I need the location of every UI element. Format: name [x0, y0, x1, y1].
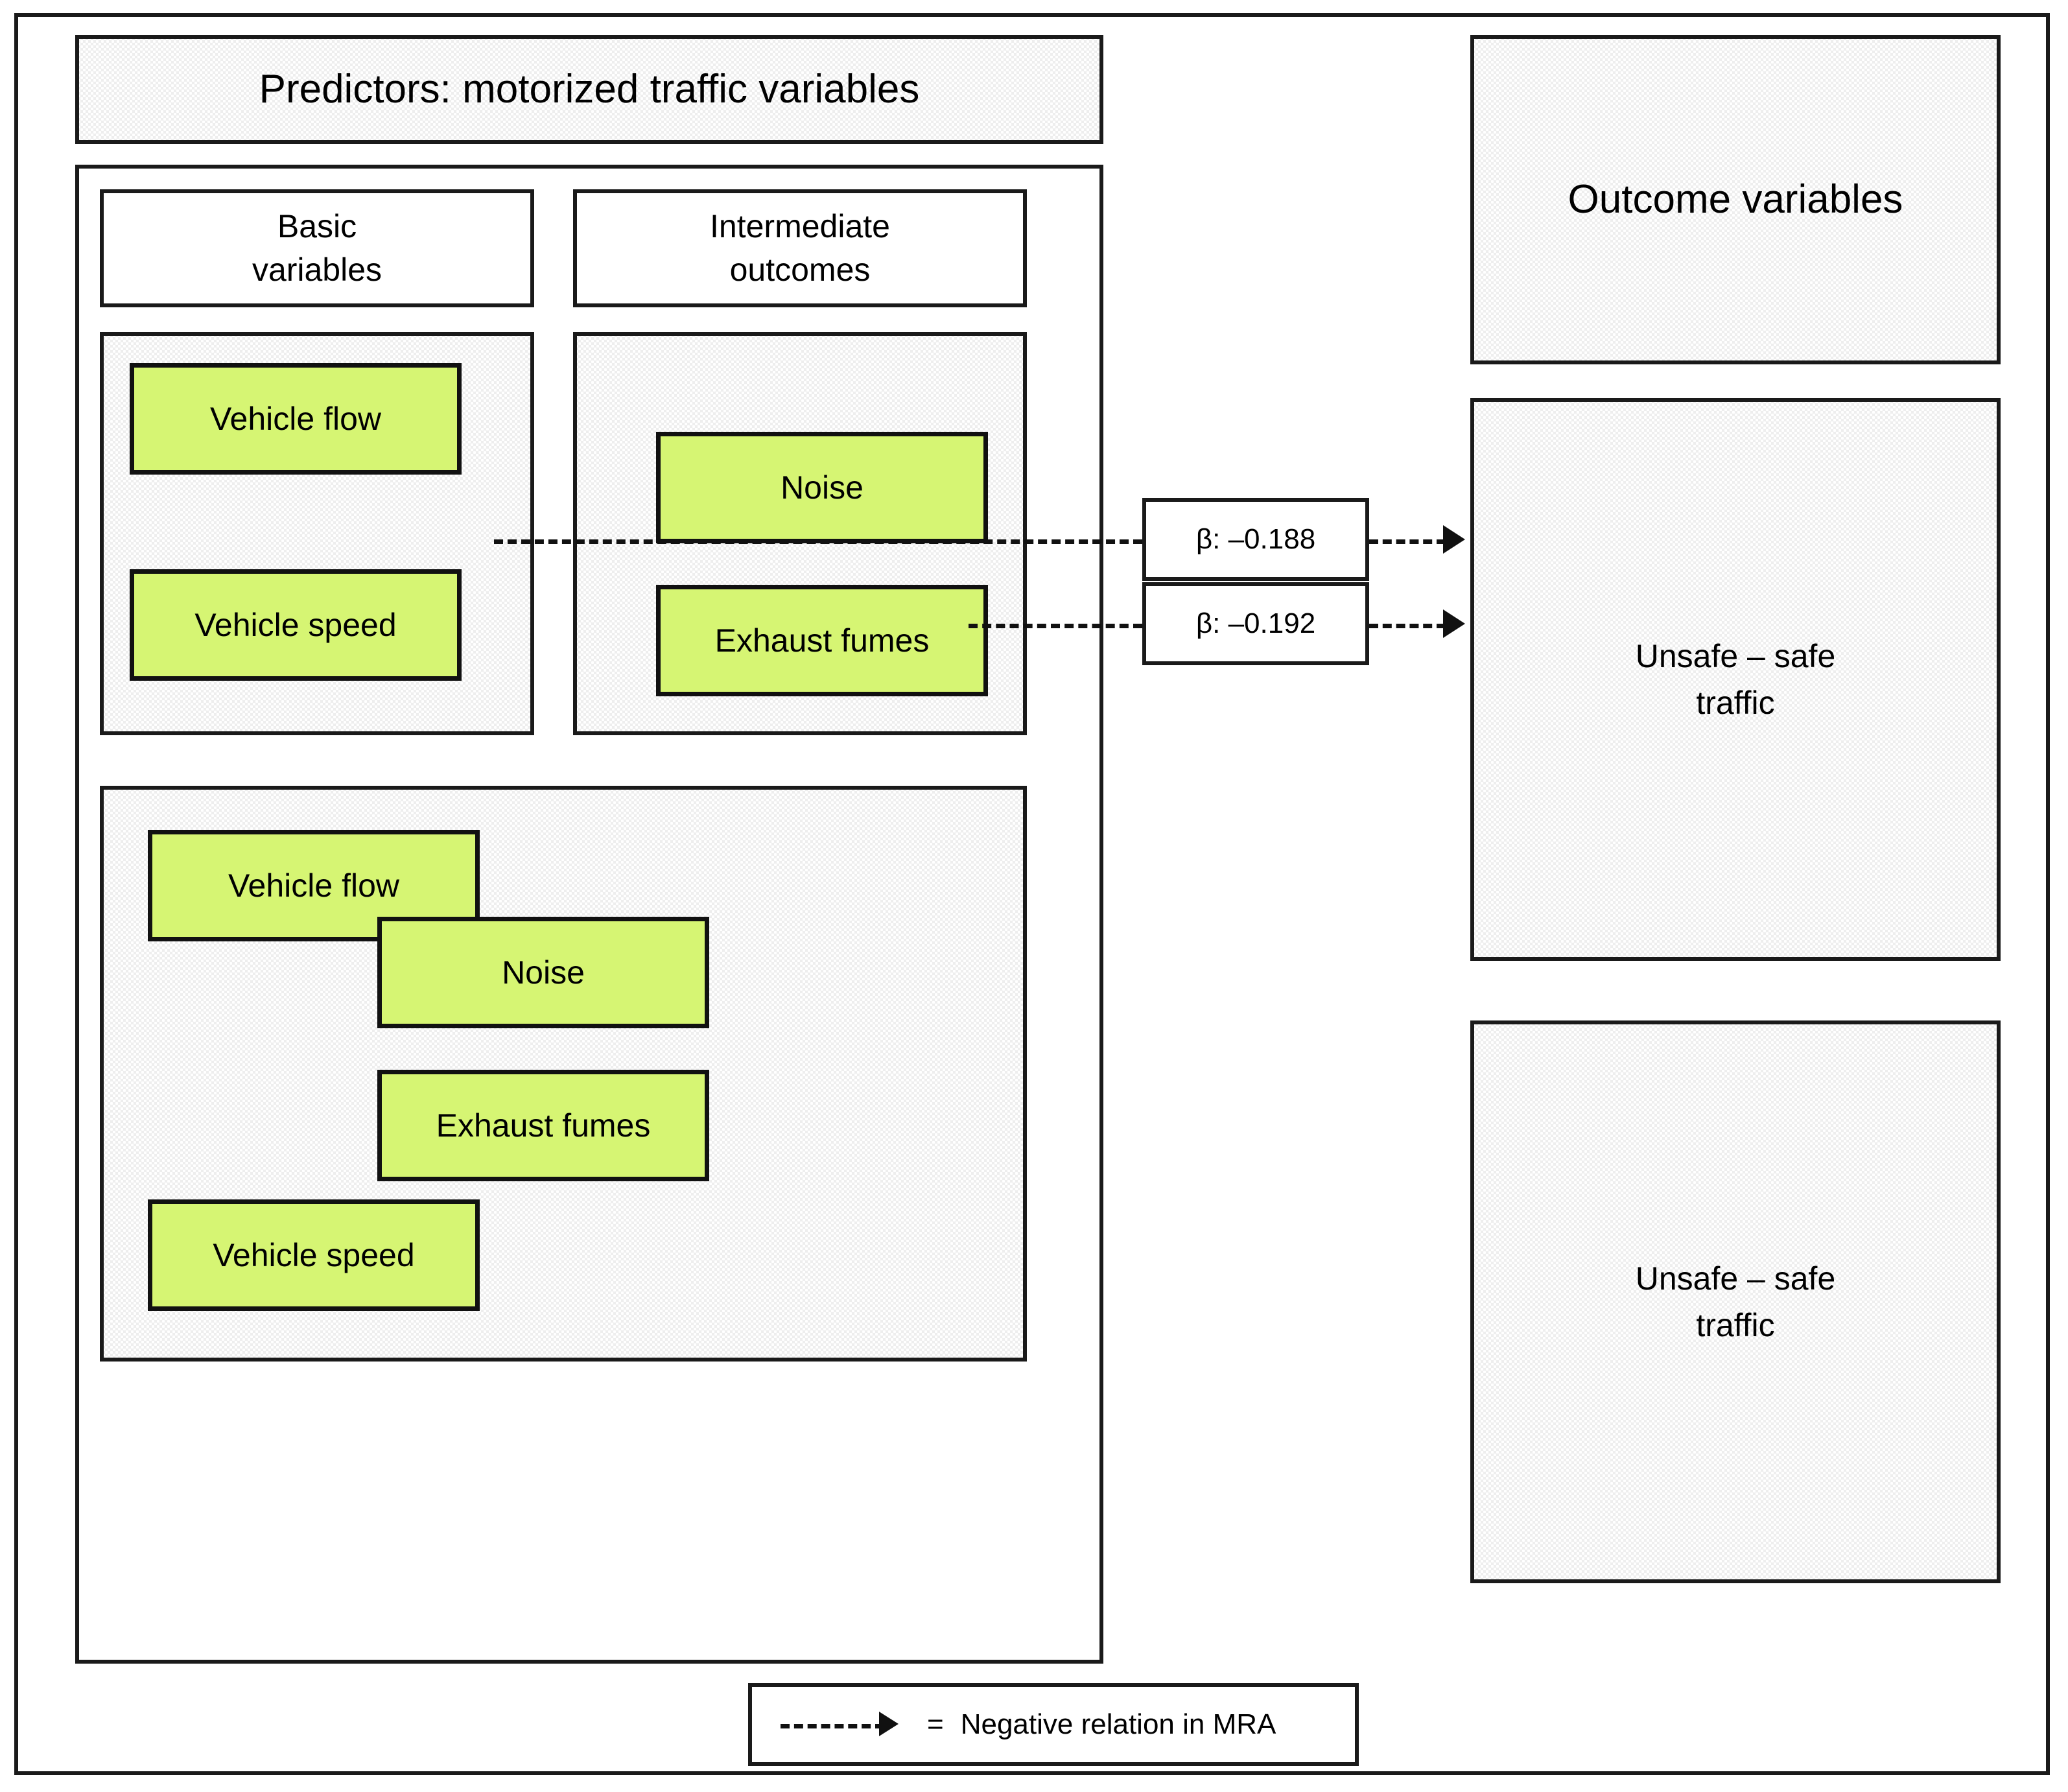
node-label: Vehicle speed [213, 1236, 415, 1273]
outcome-box-2-line1: Unsafe – safe [1635, 1260, 1836, 1297]
figure-outer-frame: Predictors: motorized traffic variables … [14, 13, 2050, 1775]
column-label-basic-variables: Basic variables [100, 189, 534, 307]
column-label-intermediate-outcomes: Intermediate outcomes [573, 189, 1027, 307]
outcome-box-1: Unsafe – safe traffic [1470, 398, 2001, 961]
node-lower-vehicle-speed[interactable]: Vehicle speed [148, 1199, 480, 1311]
relation-1-dash-right [1369, 539, 1446, 544]
node-label: Vehicle speed [194, 606, 397, 643]
relation-2-dash-right [1369, 624, 1446, 628]
legend-description: Negative relation in MRA [960, 1708, 1276, 1740]
dashed-arrow-icon [781, 1712, 910, 1738]
relation-2-dash-left [969, 624, 1142, 628]
node-upper-exhaust-fumes[interactable]: Exhaust fumes [656, 585, 988, 696]
column-label-intermediate-line2: outcomes [729, 252, 871, 288]
predictors-header-label: Predictors: motorized traffic variables [259, 67, 920, 112]
legend-dash-line [781, 1724, 884, 1728]
legend-box: = Negative relation in MRA [748, 1683, 1359, 1766]
legend-row: = Negative relation in MRA [752, 1708, 1355, 1741]
node-label: Vehicle flow [228, 867, 400, 904]
node-lower-exhaust-fumes[interactable]: Exhaust fumes [377, 1070, 709, 1181]
outcome-header-box: Outcome variables [1470, 35, 2001, 364]
node-label: Noise [781, 469, 864, 506]
node-upper-vehicle-speed[interactable]: Vehicle speed [130, 569, 462, 681]
node-label: Exhaust fumes [714, 622, 930, 659]
outcome-box-1-line2: traffic [1696, 685, 1775, 721]
node-upper-vehicle-flow[interactable]: Vehicle flow [130, 363, 462, 475]
legend-equals-sign: = [927, 1708, 944, 1740]
node-lower-vehicle-flow[interactable]: Vehicle flow [148, 830, 480, 941]
relation-1-dash-left [494, 539, 1142, 544]
legend-arrow-head [879, 1712, 899, 1736]
node-upper-noise[interactable]: Noise [656, 432, 988, 543]
relation-2-arrowhead-icon [1443, 609, 1465, 638]
outcome-box-2-line2: traffic [1696, 1307, 1775, 1343]
predictors-header-box: Predictors: motorized traffic variables [75, 35, 1103, 144]
relation-1-arrowhead-icon [1443, 525, 1465, 554]
upper-intermediate-outcomes-panel: Noise Exhaust fumes [573, 332, 1027, 735]
outcome-header-label: Outcome variables [1568, 177, 1903, 222]
node-label: Exhaust fumes [436, 1107, 651, 1144]
node-label: Noise [502, 954, 585, 991]
relation-1-beta-box: β: –0.188 [1142, 498, 1369, 581]
lower-predictors-panel: Vehicle flow Noise Exhaust fumes Vehicle… [100, 786, 1027, 1362]
node-label: Vehicle flow [209, 400, 382, 437]
column-label-intermediate-line1: Intermediate [710, 207, 890, 244]
column-label-basic-line1: Basic [277, 207, 357, 244]
relation-2-beta-box: β: –0.192 [1142, 582, 1369, 665]
outcome-box-1-line1: Unsafe – safe [1635, 637, 1836, 674]
predictors-container: Basic variables Intermediate outcomes Ve… [75, 165, 1103, 1664]
column-label-basic-line2: variables [252, 252, 382, 288]
node-lower-noise[interactable]: Noise [377, 917, 709, 1028]
relation-2-beta-label: β: –0.192 [1195, 607, 1316, 639]
upper-basic-variables-panel: Vehicle flow Vehicle speed [100, 332, 534, 735]
relation-1-beta-label: β: –0.188 [1195, 523, 1316, 555]
outcome-box-2: Unsafe – safe traffic [1470, 1020, 2001, 1583]
